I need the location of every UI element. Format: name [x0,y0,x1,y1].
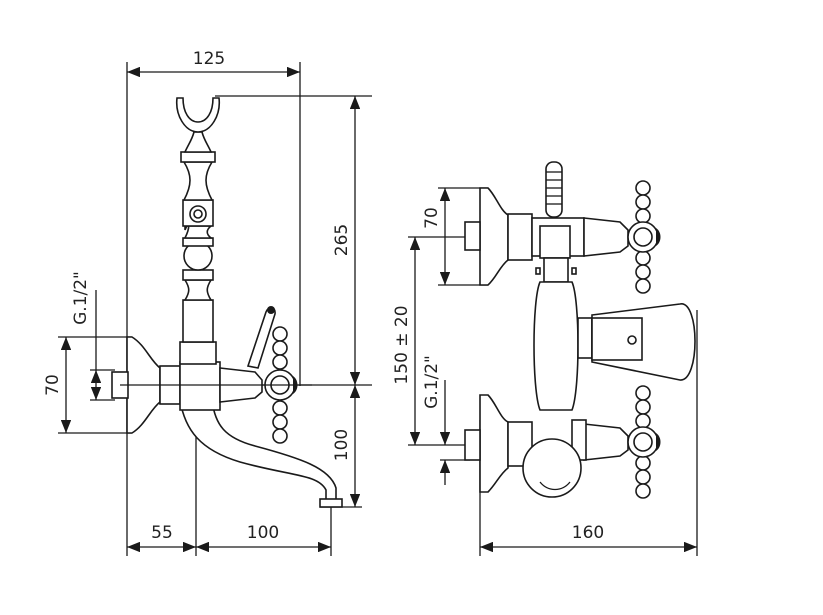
dim-reach-100: 100 [247,523,279,543]
top-handle [627,180,661,294]
bottom-handle [627,385,661,499]
dim-height-265: 265 [332,224,352,256]
dim-thread: G.1/2" [422,355,442,409]
dim-thread: G.1/2" [71,271,91,325]
dim-depth-55: 55 [151,523,173,543]
dim-width-160: 160 [572,523,604,543]
dim-plate-70: 70 [422,207,442,229]
front-view: 70 150 ± 20 G.1/2" 160 [392,161,698,556]
dim-width-125: 125 [193,49,225,69]
dim-height-100: 100 [332,429,352,461]
dim-centre-150: 150 ± 20 [392,305,412,384]
dim-plate-70: 70 [43,374,63,396]
side-view: 125 265 100 70 G.1/2" 55 100 [43,49,372,556]
